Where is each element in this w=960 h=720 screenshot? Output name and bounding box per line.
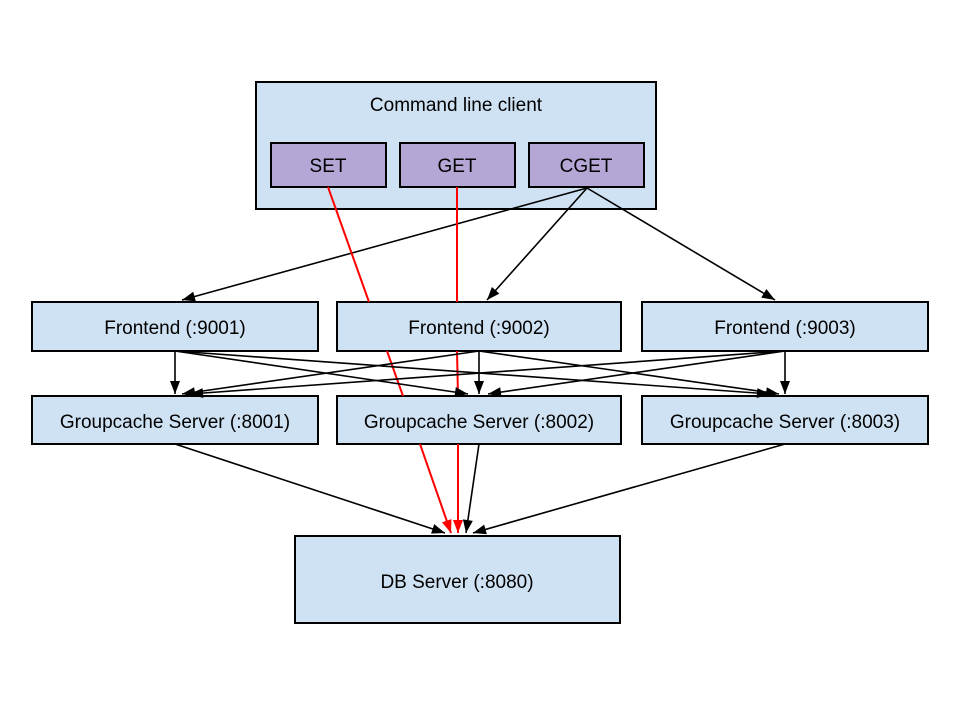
edge-frontend1-cache2 [174, 350, 469, 398]
edge-frontend3-cache1 [189, 350, 786, 399]
edge-frontend2-cache1 [181, 350, 480, 398]
edge-layer [170, 186, 790, 535]
edge-cache3-db [472, 443, 786, 535]
cget-button[interactable]: CGET [528, 142, 645, 188]
groupcache-8002-label: Groupcache Server (:8002) [364, 412, 594, 433]
edge-set-db [327, 186, 370, 303]
edge-cget-frontend2 [486, 187, 588, 301]
get-button-label: GET [437, 156, 476, 177]
db-server-8080-label: DB Server (:8080) [380, 572, 533, 593]
edge-frontend3-cache2 [487, 350, 786, 398]
cget-button-label: CGET [560, 156, 613, 177]
edge-set-db [419, 443, 452, 534]
frontend-9002-label: Frontend (:9002) [408, 318, 550, 339]
edge-frontend2-cache3 [478, 350, 780, 398]
frontend-9003-label: Frontend (:9003) [714, 318, 856, 339]
edge-cache1-db [174, 443, 446, 534]
edge-frontend1-cache3 [174, 350, 771, 399]
groupcache-8003-label: Groupcache Server (:8003) [670, 412, 900, 433]
node-db-server-8080: DB Server (:8080) [294, 535, 621, 624]
node-groupcache-8001: Groupcache Server (:8001) [31, 395, 319, 445]
edge-cget-frontend1 [181, 187, 588, 302]
set-button[interactable]: SET [270, 142, 387, 188]
set-button-label: SET [310, 156, 347, 177]
node-groupcache-8002: Groupcache Server (:8002) [336, 395, 622, 445]
node-frontend-9002: Frontend (:9002) [336, 301, 622, 352]
frontend-9001-label: Frontend (:9001) [104, 318, 246, 339]
node-frontend-9003: Frontend (:9003) [641, 301, 929, 352]
command-line-client-label: Command line client [370, 95, 543, 116]
edge-set-db [386, 350, 404, 397]
edge-cget-frontend3 [586, 187, 776, 301]
node-frontend-9001: Frontend (:9001) [31, 301, 319, 352]
node-groupcache-8003: Groupcache Server (:8003) [641, 395, 929, 445]
get-button[interactable]: GET [399, 142, 516, 188]
edge-get-db [456, 350, 459, 397]
groupcache-8001-label: Groupcache Server (:8001) [60, 412, 290, 433]
edge-cache2-db [462, 443, 480, 534]
